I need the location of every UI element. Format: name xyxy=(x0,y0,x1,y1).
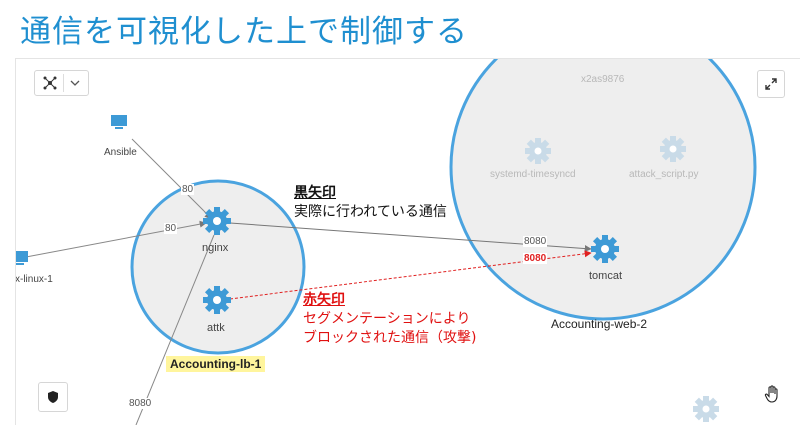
nginx-gear-icon[interactable] xyxy=(203,207,231,235)
blocked-port-label: 8080 xyxy=(523,253,548,264)
ansible-node-icon[interactable] xyxy=(111,115,127,129)
ansible-label: Ansible xyxy=(104,147,137,158)
chevron-down-icon xyxy=(70,80,80,86)
network-graph xyxy=(16,59,757,425)
black-arrow-desc: 実際に行われている通信 xyxy=(294,204,447,220)
black-arrow-annotation: 黒矢印 実際に行われている通信 xyxy=(294,184,447,222)
tomcat-label: tomcat xyxy=(589,270,623,282)
network-map-canvas[interactable]: Ansible x-linux-1 nginx attk tomcat x2as… xyxy=(15,58,800,425)
expand-icon xyxy=(765,78,777,90)
red-arrow-desc-1: セグメンテーションにより xyxy=(303,311,471,327)
hand-cursor-icon[interactable] xyxy=(764,385,780,403)
shield-icon xyxy=(48,391,58,403)
tomcat-gear-icon[interactable] xyxy=(591,235,619,263)
edge-bottom-nginx[interactable] xyxy=(135,234,215,425)
attk-gear-icon[interactable] xyxy=(203,286,231,314)
expand-button[interactable] xyxy=(757,70,785,98)
timesyncd-gear-icon[interactable] xyxy=(525,138,551,164)
x2as9876-label: x2as9876 xyxy=(581,74,625,85)
edge-ansible-nginx[interactable] xyxy=(131,138,205,212)
linux-node-icon[interactable] xyxy=(16,251,28,265)
port-label: 80 xyxy=(164,223,178,234)
slide-title: 通信を可視化した上で制御する xyxy=(20,14,468,50)
linux-label: x-linux-1 xyxy=(15,274,53,285)
attk-label: attk xyxy=(207,322,225,334)
red-arrow-desc-2: ブロックされた通信（攻撃) xyxy=(303,330,477,346)
accounting-web-label: Accounting-web-2 xyxy=(551,317,648,331)
black-arrow-title: 黒矢印 xyxy=(294,185,336,201)
nginx-label: nginx xyxy=(202,242,229,254)
attack-script-gear-icon[interactable] xyxy=(660,136,686,162)
timesyncd-label: systemd-timesyncd xyxy=(490,169,576,180)
red-arrow-annotation: 赤矢印 セグメンテーションにより ブロックされた通信（攻撃) xyxy=(303,291,476,348)
port-label: 8080 xyxy=(523,236,548,247)
attack-script-label: attack_script.py xyxy=(629,169,699,180)
layout-dropdown-button[interactable] xyxy=(34,70,89,96)
network-layout-icon xyxy=(43,76,57,90)
port-label: 80 xyxy=(181,184,195,195)
red-arrow-title: 赤矢印 xyxy=(303,292,345,308)
port-label: 8080 xyxy=(128,398,153,409)
accounting-lb-label: Accounting-lb-1 xyxy=(166,356,266,372)
shield-button[interactable] xyxy=(38,382,68,412)
edge-attk-tomcat-blocked[interactable] xyxy=(229,250,592,300)
bottom-right-gear-icon xyxy=(693,396,719,422)
